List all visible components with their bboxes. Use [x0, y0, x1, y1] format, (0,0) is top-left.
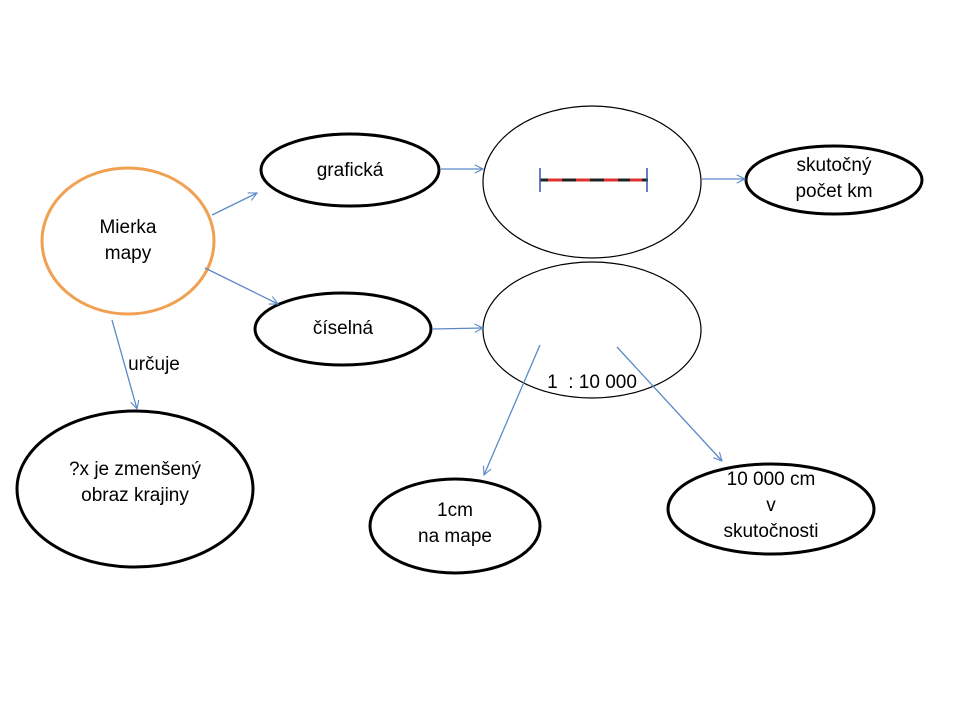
node-mierka-mapy — [40, 166, 216, 316]
obraz-label: ?x je zmenšený obraz krajiny — [50, 457, 220, 509]
mierka-label-line2: mapy — [104, 243, 152, 264]
skutocny-line2: počet km — [795, 181, 873, 202]
skutocny-label: skutočný počet km — [774, 153, 894, 205]
one-cm-line1: 1cm — [437, 500, 473, 521]
edge-mierka-graficka — [211, 193, 257, 216]
urcuje-text: určuje — [128, 354, 180, 375]
ten-thousand-line1: 10 000 cm — [726, 469, 816, 490]
mierka-label-line1: Mierka — [99, 217, 157, 238]
node-graphic-scale — [482, 105, 702, 259]
node-graficka — [259, 132, 441, 208]
node-skutocny-pocet-km — [744, 144, 924, 216]
graficka-text: grafická — [316, 160, 384, 181]
skutocny-line1: skutočný — [796, 155, 872, 176]
node-10000cm — [666, 462, 876, 556]
graficka-label: grafická — [290, 158, 410, 184]
ciselna-text: číselná — [312, 318, 374, 339]
edge-mierka-ciselna — [204, 267, 278, 304]
mierka-label: Mierka mapy — [78, 215, 178, 267]
ten-thousand-line2: v — [766, 495, 776, 516]
edge-ratio-1cm — [484, 344, 541, 475]
graphic-scale-bar — [539, 168, 648, 192]
node-1cm-na-mape — [368, 477, 542, 575]
obraz-line1: ?x je zmenšený — [68, 459, 201, 480]
edge-ratio-10000cm — [616, 346, 722, 461]
one-cm-label: 1cm na mape — [395, 498, 515, 550]
scale-ratio-label: 1 : 10 000 — [512, 318, 672, 422]
ten-thousand-line3: skutočnosti — [723, 521, 819, 542]
node-ciselna — [253, 291, 433, 367]
edge-mierka-obraz — [111, 319, 137, 409]
obraz-line2: obraz krajiny — [81, 485, 189, 506]
scale-ratio-text: 1 : 10 000 — [547, 372, 637, 393]
ciselna-label: číselná — [283, 316, 403, 342]
edge-label-urcuje: určuje — [114, 352, 194, 378]
one-cm-line2: na mape — [418, 526, 492, 547]
ten-thousand-label: 10 000 cm v skutočnosti — [701, 467, 841, 545]
node-zmenseny-obraz — [15, 409, 255, 569]
edge-ciselna-ratio — [432, 328, 483, 329]
